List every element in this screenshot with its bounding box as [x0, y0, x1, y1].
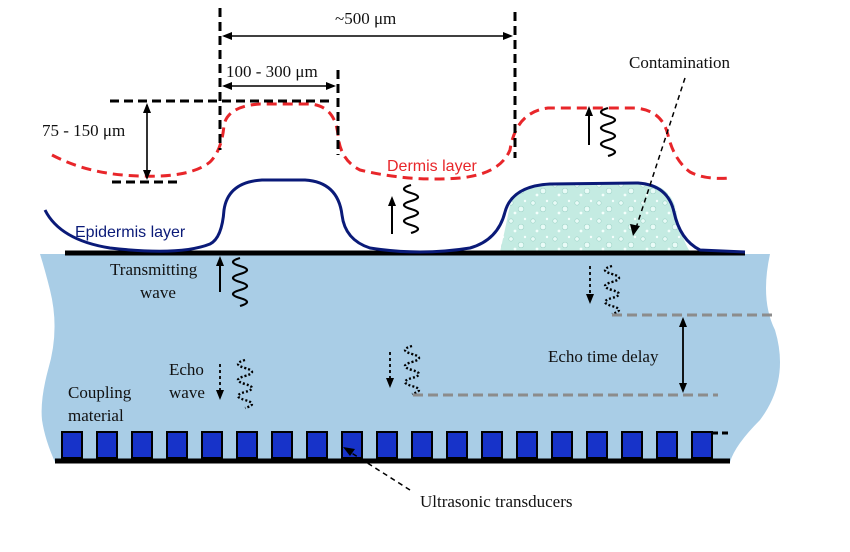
label-echo-time-delay: Echo time delay — [548, 347, 659, 366]
transmitting-wave-glyph — [216, 256, 249, 308]
dim-arrowhead-500-left — [222, 32, 232, 40]
transducer-element — [656, 431, 678, 459]
transducer-element — [446, 431, 468, 459]
dim-arrowhead-100-300-right — [326, 82, 336, 90]
transducer-element — [516, 431, 538, 459]
transducer-element — [411, 431, 433, 459]
label-height-75-150: 75 - 150 μm — [42, 121, 125, 140]
contamination-region — [500, 182, 690, 252]
echo-wave-contamination — [586, 264, 621, 316]
label-coupling-material-2: material — [68, 406, 124, 425]
transducer-element — [306, 431, 328, 459]
label-transmitting-wave-1: Transmitting — [110, 260, 198, 279]
transducer-element — [271, 431, 293, 459]
echo-delay-arrowhead-top — [679, 317, 687, 327]
echo-delay-arrowhead-bottom — [679, 383, 687, 393]
transducer-element — [691, 431, 713, 459]
dim-arrowhead-75-150-top — [143, 103, 151, 113]
transducer-element — [341, 431, 363, 459]
transducer-pointer-head — [343, 447, 355, 456]
label-contamination: Contamination — [629, 53, 731, 72]
transducer-element — [236, 431, 258, 459]
echo-wave-left — [216, 358, 254, 410]
transducer-element — [586, 431, 608, 459]
coupling-material-region — [40, 254, 780, 462]
transducer-pointer — [349, 451, 411, 491]
transducer-element — [376, 431, 398, 459]
dim-arrowhead-500-right — [503, 32, 513, 40]
epidermis-layer-curve — [43, 178, 746, 254]
label-transmitting-wave-2: wave — [140, 283, 176, 302]
contamination-pointer-head — [630, 224, 640, 236]
transducer-element — [96, 431, 118, 459]
wave-between-bumps — [388, 183, 420, 235]
reflected-wave-dermis-right — [585, 106, 617, 158]
dim-arrowhead-100-300-left — [222, 82, 232, 90]
dim-arrowhead-75-150-bottom — [143, 170, 151, 180]
label-dermis-layer: Dermis layer — [387, 158, 477, 175]
transducer-element — [551, 431, 573, 459]
label-width-500: ~500 μm — [335, 9, 396, 28]
label-coupling-material-1: Coupling — [68, 383, 132, 402]
label-epidermis-layer: Epidermis layer — [75, 224, 186, 241]
echo-wave-middle — [386, 344, 421, 396]
label-echo-wave-1: Echo — [169, 360, 204, 379]
transducer-element — [131, 431, 153, 459]
transducer-element — [166, 431, 188, 459]
label-ultrasonic-transducers: Ultrasonic transducers — [420, 492, 572, 511]
transducer-element — [61, 431, 83, 459]
transducer-element — [201, 431, 223, 459]
ultrasonic-transducer-array — [61, 431, 713, 459]
transducer-element — [621, 431, 643, 459]
label-echo-wave-2: wave — [169, 383, 205, 402]
label-width-100-300: 100 - 300 μm — [226, 62, 318, 81]
transducer-element — [481, 431, 503, 459]
